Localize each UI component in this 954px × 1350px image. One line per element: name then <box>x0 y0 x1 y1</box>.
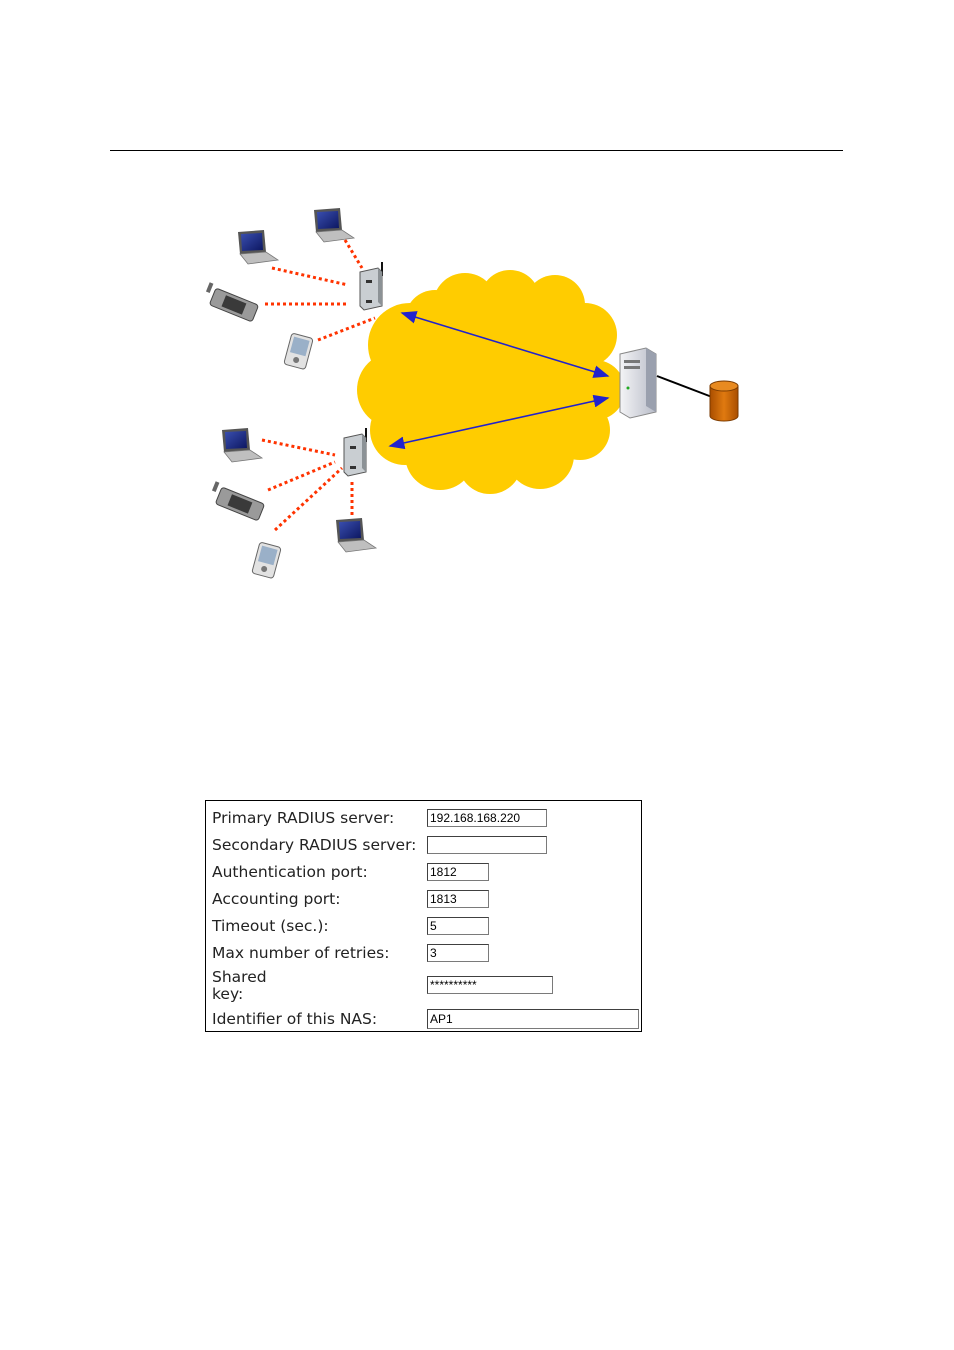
network-diagram <box>0 0 954 620</box>
laptop-icon <box>238 230 278 264</box>
laptop-icon <box>314 208 354 242</box>
timeout-input[interactable]: 5 <box>427 917 489 935</box>
wireless-links-bottom <box>262 440 352 530</box>
primary-server-input[interactable]: 192.168.168.220 <box>427 809 547 827</box>
laptop-icon <box>336 518 376 552</box>
retries-label: Max number of retries: <box>212 945 389 962</box>
pda-icon <box>252 542 282 579</box>
shared-key-input[interactable]: ********** <box>427 976 553 994</box>
handheld-icon <box>208 481 266 521</box>
access-point-icon <box>360 262 382 310</box>
nas-id-label: Identifier of this NAS: <box>212 1011 377 1028</box>
wireless-links-top <box>265 240 375 340</box>
acct-port-label: Accounting port: <box>212 891 340 908</box>
network-cloud <box>357 270 625 494</box>
acct-port-input[interactable]: 1813 <box>427 890 489 908</box>
nas-id-input[interactable]: AP1 <box>427 1009 639 1029</box>
secondary-server-input[interactable] <box>427 836 547 854</box>
database-icon <box>710 381 738 421</box>
auth-port-input[interactable]: 1812 <box>427 863 489 881</box>
primary-server-label: Primary RADIUS server: <box>212 810 394 827</box>
timeout-label: Timeout (sec.): <box>212 918 329 935</box>
laptop-icon <box>222 428 262 462</box>
retries-input[interactable]: 3 <box>427 944 489 962</box>
secondary-server-label: Secondary RADIUS server: <box>212 837 416 854</box>
radius-settings-form: Primary RADIUS server: 192.168.168.220 S… <box>205 800 642 1032</box>
shared-key-label: Shared key: <box>212 969 267 1003</box>
pda-icon <box>284 333 314 370</box>
server-icon <box>620 348 656 418</box>
server-db-link <box>657 376 712 397</box>
handheld-icon <box>202 282 260 322</box>
access-point-icon <box>344 428 366 476</box>
auth-port-label: Authentication port: <box>212 864 368 881</box>
